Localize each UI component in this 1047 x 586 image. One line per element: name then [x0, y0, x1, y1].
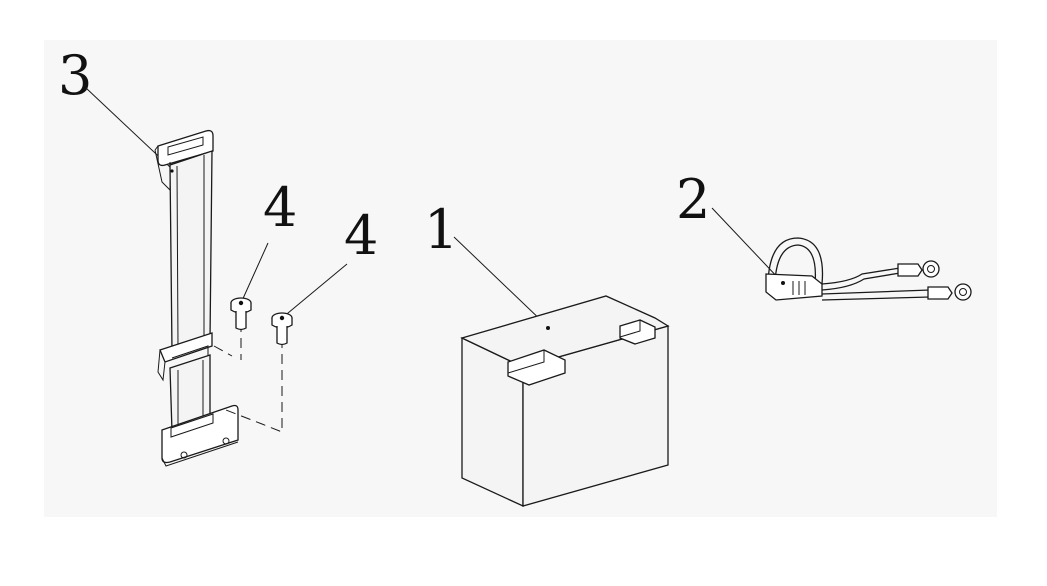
callout-4-right: 4 [344, 204, 378, 267]
callout-2: 2 [676, 168, 710, 231]
leader-line-4-right [279, 263, 348, 322]
callout-3: 3 [58, 44, 92, 107]
callout-1: 1 [424, 198, 458, 261]
callout-4-left: 4 [263, 176, 297, 239]
wire-harness [765, 237, 972, 301]
bolt-right [271, 312, 293, 346]
battery [460, 295, 670, 508]
leader-line-2 [711, 207, 785, 285]
battery-strap [154, 129, 239, 467]
bolt-left [230, 297, 252, 331]
